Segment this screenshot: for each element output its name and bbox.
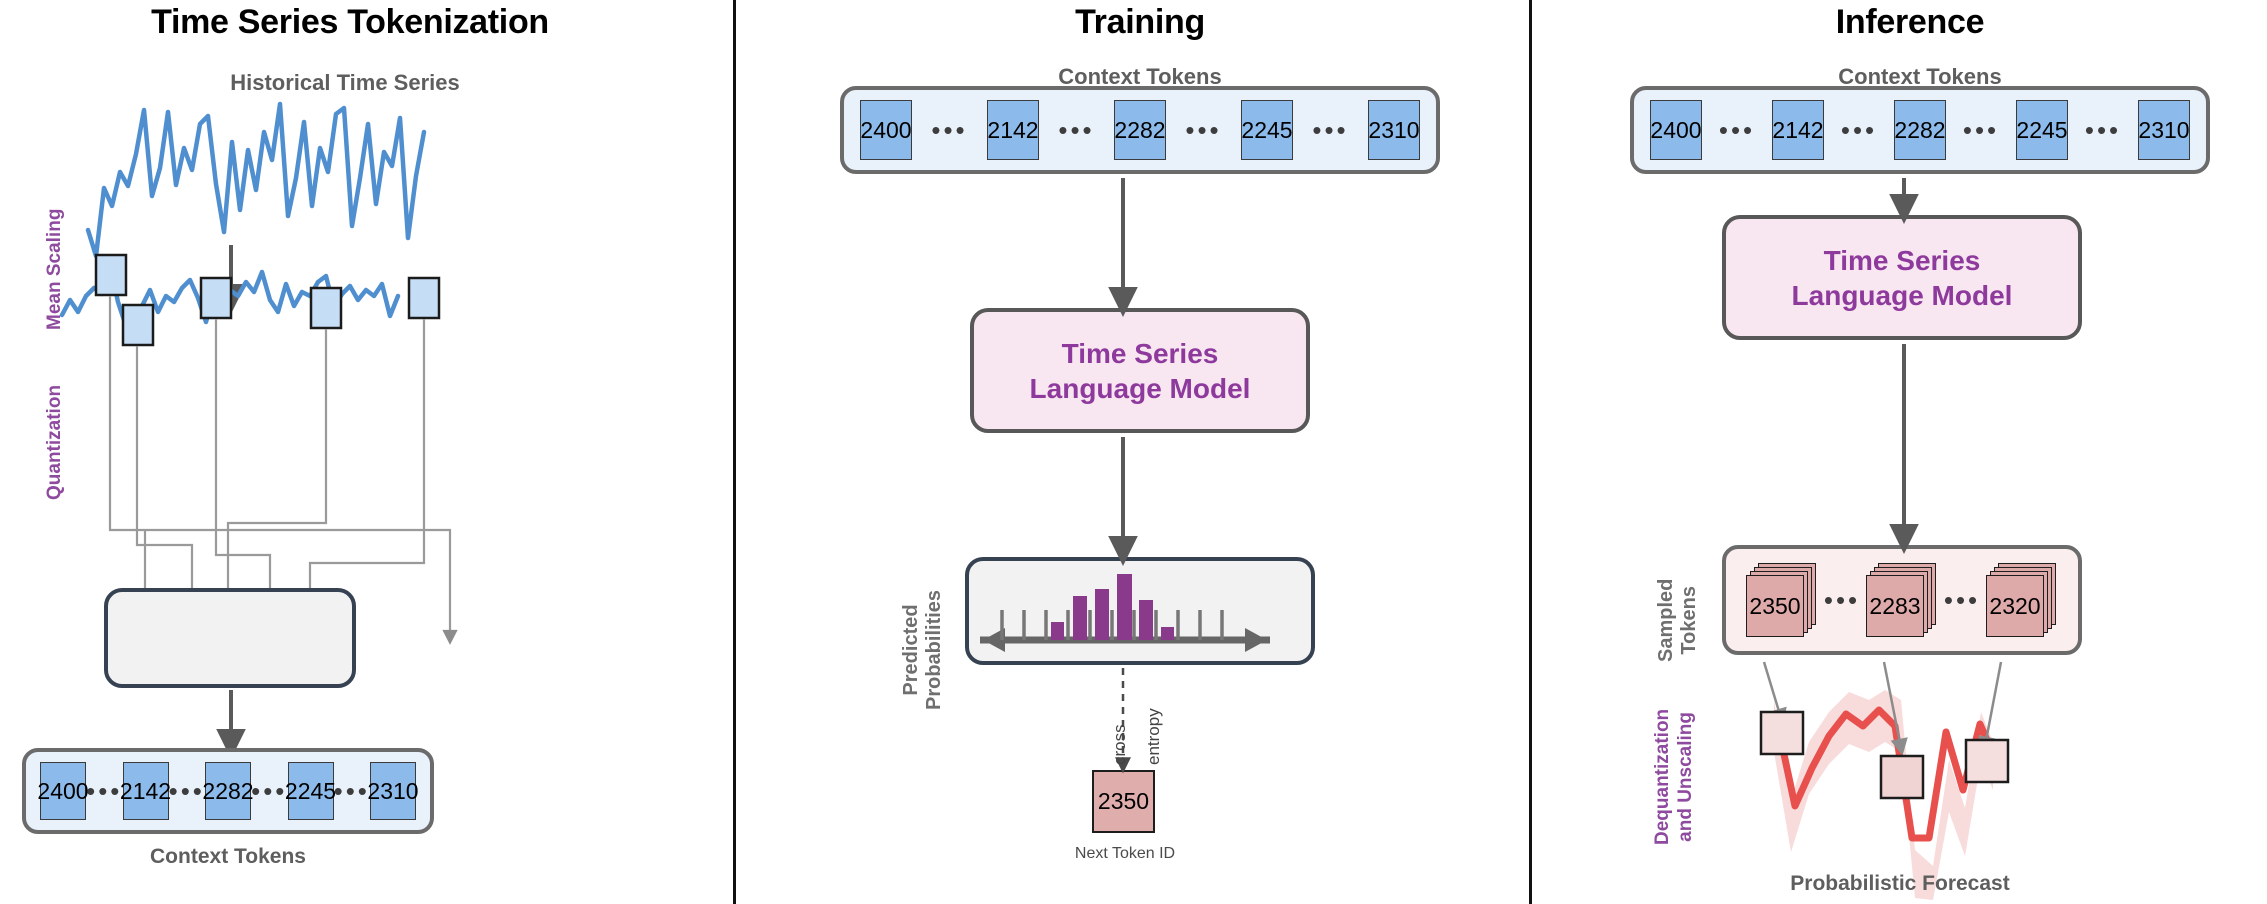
token-chip[interactable]: 2400 (37, 762, 89, 820)
token-ellipsis: ••• (1312, 115, 1349, 145)
label-cross: cross (1110, 724, 1129, 765)
next-token-box[interactable]: 2350 (1092, 770, 1155, 833)
sampled-tokens-box: 2350 ••• 2283 ••• 2320 (1722, 545, 2082, 655)
raw-series-line (85, 101, 427, 259)
sampled-token-stack[interactable]: 2350 (1746, 563, 1818, 637)
next-token-caption: Next Token ID (1074, 845, 1176, 862)
token-ellipsis: ••• (333, 776, 370, 806)
right-panel-graphics (1759, 178, 2010, 900)
middle-context-tokens-box: 2400 ••• 2142 ••• 2282 ••• 2245 ••• 2310 (840, 86, 1440, 174)
sampled-token-stack[interactable]: 2320 (1986, 563, 2058, 637)
dequantization-arrows (1762, 661, 2003, 756)
quantization-patches (94, 253, 441, 347)
model-label: Time Series Language Model (1791, 244, 2013, 311)
token-chip[interactable]: 2142 (987, 100, 1039, 160)
token-chip[interactable]: 2282 (1894, 100, 1946, 160)
token-ellipsis: ••• (1823, 585, 1861, 615)
panel-divider-1 (733, 0, 736, 904)
left-context-tokens-caption: Context Tokens (150, 845, 306, 868)
forecast-caption: Probabilistic Forecast (1790, 872, 2010, 895)
token-ellipsis: ••• (1718, 115, 1756, 145)
probability-bars (1051, 574, 1174, 640)
token-ellipsis: ••• (1058, 115, 1095, 145)
middle-model-box[interactable]: Time Series Language Model (970, 308, 1310, 433)
panel-divider-2 (1529, 0, 1532, 904)
token-ellipsis: ••• (2084, 115, 2122, 145)
token-chip[interactable]: 2282 (202, 762, 254, 820)
forecast-marker-boxes (1759, 710, 2010, 800)
left-panel-graphics (59, 101, 458, 759)
historical-series-title: Historical Time Series (230, 70, 460, 95)
forecast-series-line (1774, 706, 1997, 842)
sampled-token-chip[interactable]: 2350 (1746, 575, 1804, 637)
panel-title-training: Training (1075, 3, 1205, 41)
token-chip[interactable]: 2400 (1650, 100, 1702, 160)
token-chip[interactable]: 2310 (2138, 100, 2190, 160)
token-chip[interactable]: 2245 (2016, 100, 2068, 160)
right-context-tokens-box: 2400 ••• 2142 ••• 2282 ••• 2245 ••• 2310 (1630, 86, 2210, 174)
panel-title-tokenization: Time Series Tokenization (151, 3, 549, 41)
token-ellipsis: ••• (1840, 115, 1878, 145)
probability-axis (980, 574, 1270, 652)
token-ellipsis: ••• (1943, 585, 1981, 615)
right-model-box[interactable]: Time Series Language Model (1722, 215, 2082, 340)
panel-title-inference: Inference (1835, 3, 1985, 41)
token-ellipsis: ••• (86, 776, 123, 806)
token-ellipsis: ••• (251, 776, 288, 806)
quantization-connectors (108, 296, 452, 566)
token-chip[interactable]: 2400 (860, 100, 912, 160)
quantization-box (104, 588, 356, 688)
token-chip[interactable]: 2282 (1114, 100, 1166, 160)
sampled-token-chip[interactable]: 2320 (1986, 575, 2044, 637)
token-chip[interactable]: 2310 (367, 762, 419, 820)
right-context-tokens-title: Context Tokens (1838, 64, 2002, 89)
token-ellipsis: ••• (1962, 115, 2000, 145)
middle-context-tokens-title: Context Tokens (1058, 64, 1222, 89)
token-chip[interactable]: 2142 (120, 762, 171, 820)
token-chip[interactable]: 2245 (285, 762, 336, 820)
middle-panel-graphics (980, 178, 1270, 774)
label-entropy: entropy (1144, 708, 1163, 765)
sampled-token-chip[interactable]: 2283 (1866, 575, 1924, 637)
token-chip[interactable]: 2142 (1772, 100, 1824, 160)
left-context-tokens-box: 2400 ••• 2142 ••• 2282 ••• 2245 ••• 2310 (22, 748, 434, 834)
model-label: Time Series Language Model (1029, 337, 1251, 404)
token-chip[interactable]: 2310 (1368, 100, 1420, 160)
sampled-token-stack[interactable]: 2283 (1866, 563, 1938, 637)
token-ellipsis: ••• (168, 776, 205, 806)
token-chip[interactable]: 2245 (1241, 100, 1293, 160)
token-ellipsis: ••• (1185, 115, 1222, 145)
token-ellipsis: ••• (931, 115, 968, 145)
